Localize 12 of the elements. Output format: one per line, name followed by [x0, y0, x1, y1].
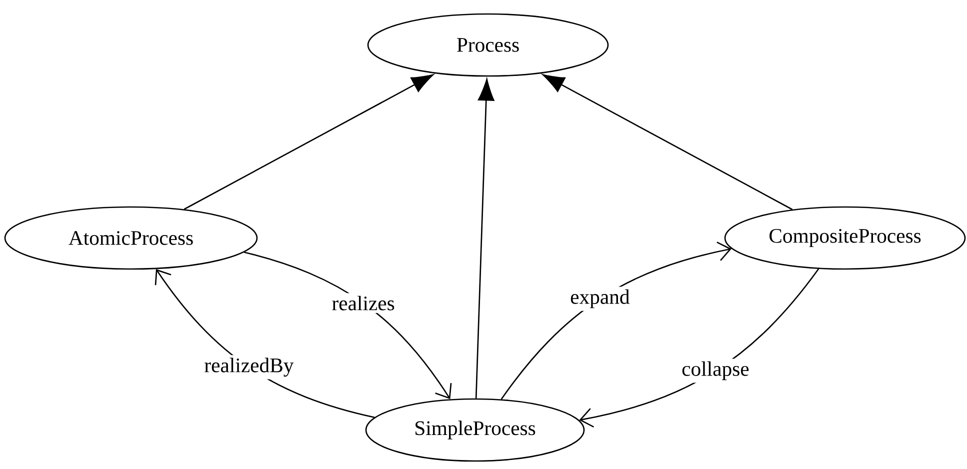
ellipse-node: CompositeProcess	[724, 206, 966, 270]
arrow	[542, 74, 793, 210]
ellipse-node: Process	[367, 13, 609, 77]
arrow	[475, 78, 494, 398]
edge-label: realizes	[332, 296, 394, 310]
edge-label: expand	[570, 289, 630, 308]
arrow	[184, 74, 434, 210]
ellipse-node: SimpleProcess	[365, 398, 585, 462]
ellipse-node: AtomicProcess	[4, 206, 258, 270]
arrow	[244, 252, 452, 400]
edge-label: realizedBy	[204, 358, 294, 377]
edge-label: collapse	[682, 361, 749, 380]
